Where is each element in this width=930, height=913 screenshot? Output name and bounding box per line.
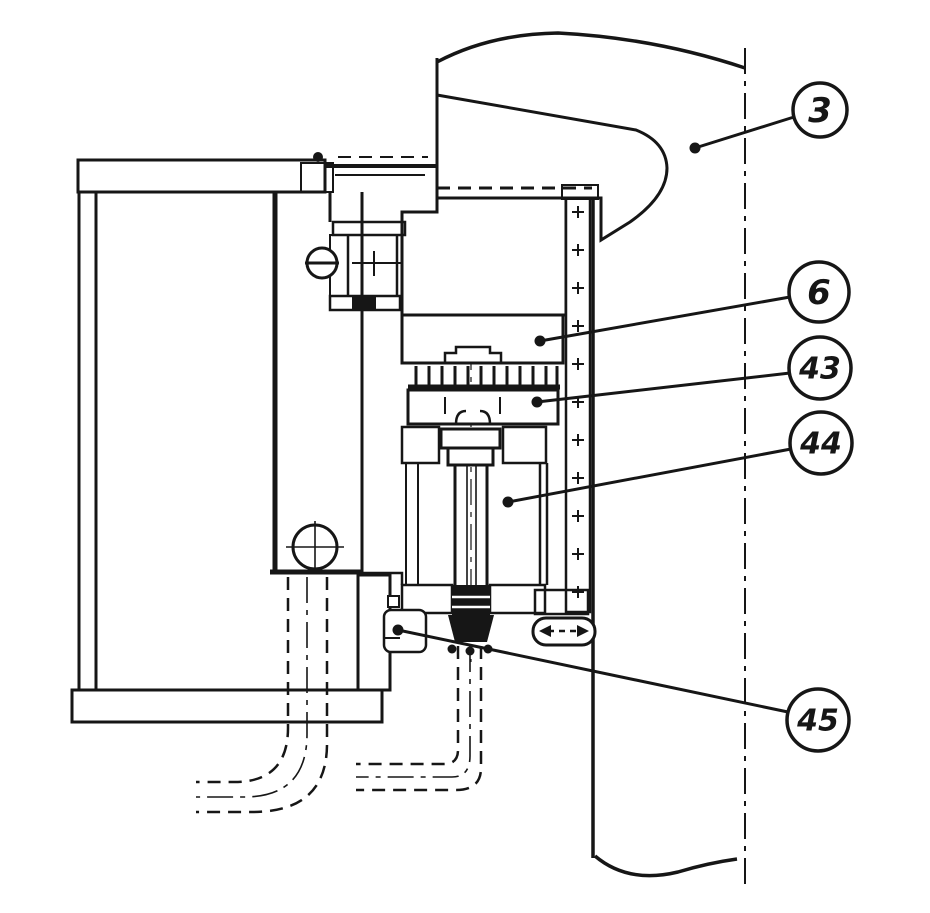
part-43-block (406, 388, 560, 426)
spring-clip-profile (443, 345, 503, 363)
yoke-bracket (305, 193, 407, 312)
housing (70, 152, 437, 724)
weld-dot (313, 152, 323, 162)
piston-rod-outer (453, 465, 489, 585)
cylinder-wall-right (538, 463, 549, 585)
callout-layer: 3 6 43 44 45 (392, 81, 854, 753)
bore-centermark (352, 251, 402, 276)
mounting-boss (400, 93, 669, 317)
leader-dot (531, 396, 543, 408)
callout-label: 45 (796, 704, 839, 739)
leader-dot (502, 496, 514, 508)
callout-label: 3 (808, 91, 832, 131)
part-43-ticks (444, 397, 501, 414)
leader-dot (392, 624, 404, 636)
pipe-top-break-edge (436, 31, 746, 70)
callout-45: 45 (392, 624, 851, 753)
hidden-piping (196, 577, 483, 814)
bolt-head (439, 427, 502, 450)
boss-gland-block (400, 196, 568, 317)
callout-circle (787, 260, 851, 324)
pipe-mast (435, 31, 746, 888)
housing-top-plate-end-cap (300, 162, 334, 193)
piston-rod-inner (466, 465, 477, 585)
housing-step (362, 571, 404, 585)
callout-circle (787, 335, 853, 401)
seal-gaps (452, 595, 490, 609)
callout-44: 44 (502, 410, 854, 508)
pipe-a-centerline (196, 577, 308, 798)
callout-label: 44 (799, 427, 842, 462)
callout-3: 3 (689, 81, 849, 154)
ball-crosshair (286, 521, 344, 573)
rack-teeth (414, 366, 559, 386)
leader-line (397, 628, 789, 714)
packing-dot-1 (447, 644, 457, 654)
leader-dot (689, 142, 701, 154)
callout-circle (791, 81, 849, 139)
upper-flange-right (501, 425, 548, 465)
leader-line (507, 447, 792, 504)
upper-flange-left (400, 425, 441, 465)
callout-6: 6 (534, 260, 851, 347)
seal-stack (452, 585, 490, 615)
pipe-a-wall-left (196, 577, 290, 784)
slide-bracket (531, 588, 597, 647)
bracket-top-strip (331, 220, 407, 237)
gasket-strip (561, 184, 599, 614)
callout-43: 43 (531, 335, 853, 408)
slide-bracket-pad (533, 588, 590, 616)
bore-walls (346, 235, 399, 296)
callout-circle (785, 687, 851, 753)
boss-upper-section (435, 93, 669, 243)
actuator-stack (400, 313, 565, 662)
part-43-hooks (454, 409, 492, 425)
leader-dot (534, 335, 546, 347)
pipe-bottom-break-edge (593, 854, 738, 878)
block-notch-upper (387, 595, 400, 608)
pipe-b-wall-right (356, 646, 483, 792)
bolt-nut (446, 446, 495, 467)
leader-line (694, 115, 795, 150)
callout-label: 6 (807, 273, 831, 313)
leader-line (536, 371, 791, 404)
cylinder-wall-left (405, 462, 419, 586)
bracket-seal-blob (352, 296, 376, 310)
pipe-a-wall-right (196, 577, 329, 814)
pipe-b-wall-left (356, 646, 460, 766)
housing-top-plate (76, 158, 327, 194)
travel-arrowheads (539, 625, 589, 637)
housing-bottom-plate (70, 688, 384, 724)
gland-nut (448, 615, 494, 642)
gasket-strip-cap (561, 184, 599, 200)
leader-line (539, 295, 791, 343)
pipe-b-centerline (356, 646, 471, 778)
callout-circle (788, 410, 854, 476)
callout-label: 43 (798, 352, 841, 387)
gasket-cross-marks (572, 206, 584, 598)
